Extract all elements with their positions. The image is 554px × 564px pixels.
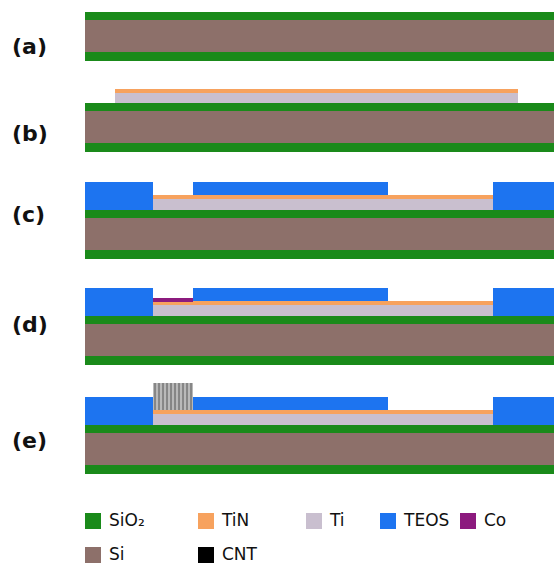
tin-layer	[120, 410, 524, 414]
legend-item: Ti	[306, 512, 345, 529]
legend-swatch	[85, 547, 101, 563]
substrate	[85, 425, 554, 474]
substrate	[85, 316, 554, 365]
legend-swatch	[85, 513, 101, 529]
step-label: (b)	[12, 123, 48, 145]
legend-item: TEOS	[380, 512, 449, 529]
substrate	[85, 12, 554, 61]
co-catalyst	[153, 298, 193, 302]
teos-block	[193, 288, 388, 301]
step-label: (d)	[12, 314, 48, 336]
legend-text: TEOS	[404, 512, 449, 529]
step-label: (c)	[12, 204, 45, 226]
legend-text: Co	[484, 512, 506, 529]
legend-text: SiO₂	[109, 512, 145, 529]
teos-block	[85, 288, 153, 316]
legend-item: Si	[85, 546, 125, 563]
teos-block	[493, 397, 554, 425]
legend-text: Ti	[330, 512, 345, 529]
legend-swatch	[460, 513, 476, 529]
ti-layer	[120, 414, 524, 425]
tin-layer	[115, 89, 518, 93]
tin-layer	[120, 195, 524, 199]
legend-item: CNT	[198, 546, 257, 563]
legend-swatch	[306, 513, 322, 529]
legend-item: Co	[460, 512, 506, 529]
legend-swatch	[198, 547, 214, 563]
step-label: (e)	[12, 430, 47, 452]
legend-text: Si	[109, 546, 125, 563]
teos-block	[193, 397, 388, 410]
legend-swatch	[380, 513, 396, 529]
substrate	[85, 210, 554, 259]
teos-block	[493, 182, 554, 210]
teos-block	[193, 182, 388, 195]
teos-block	[493, 288, 554, 316]
substrate	[85, 103, 554, 152]
cnt-bundle	[153, 383, 193, 410]
teos-block	[85, 182, 153, 210]
ti-layer	[120, 199, 524, 210]
step-label: (a)	[12, 36, 47, 58]
ti-layer	[115, 93, 518, 103]
legend-item: SiO₂	[85, 512, 145, 529]
legend-item: TiN	[198, 512, 249, 529]
teos-block	[85, 397, 153, 425]
legend-text: TiN	[222, 512, 249, 529]
legend-text: CNT	[222, 546, 257, 563]
legend-swatch	[198, 513, 214, 529]
ti-layer	[120, 305, 524, 316]
